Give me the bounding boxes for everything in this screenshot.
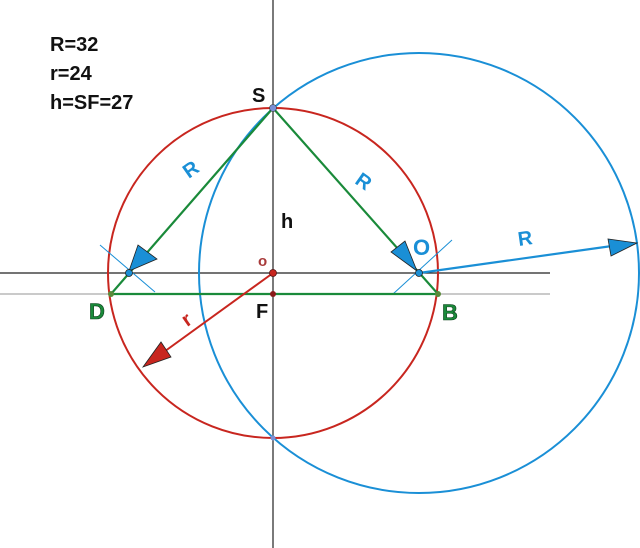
point-F <box>270 291 276 297</box>
point-D <box>108 291 114 297</box>
triangle-SDB <box>108 106 441 296</box>
label-R-big: R <box>516 227 534 251</box>
point-S <box>269 104 277 112</box>
point-bottom-intersection <box>270 435 276 441</box>
label-O: O <box>413 235 431 260</box>
given-R: R=32 <box>50 34 99 56</box>
radius-R-big-arrowhead <box>607 238 639 257</box>
arc-tick-left <box>99 244 156 293</box>
circle-R <box>198 52 640 494</box>
point-o <box>269 269 277 277</box>
radius-r-arrowhead <box>141 341 172 368</box>
given-h: h=SF=27 <box>50 92 134 114</box>
label-o: o <box>258 253 268 270</box>
label-D: D <box>89 299 105 324</box>
label-S: S <box>252 85 266 107</box>
point-O <box>415 269 423 277</box>
radius-R-big-line <box>418 244 613 275</box>
label-h: h <box>281 211 294 233</box>
radius-R-left-arrowhead <box>128 244 158 272</box>
point-left-center <box>125 269 133 277</box>
radius-R-right-arrowhead <box>390 240 418 273</box>
given-r: r=24 <box>50 63 92 85</box>
arc-tick-right <box>392 239 453 295</box>
point-B <box>435 291 441 297</box>
radius-r-line <box>149 272 274 363</box>
label-B: B <box>442 300 458 325</box>
label-F: F <box>256 301 269 323</box>
